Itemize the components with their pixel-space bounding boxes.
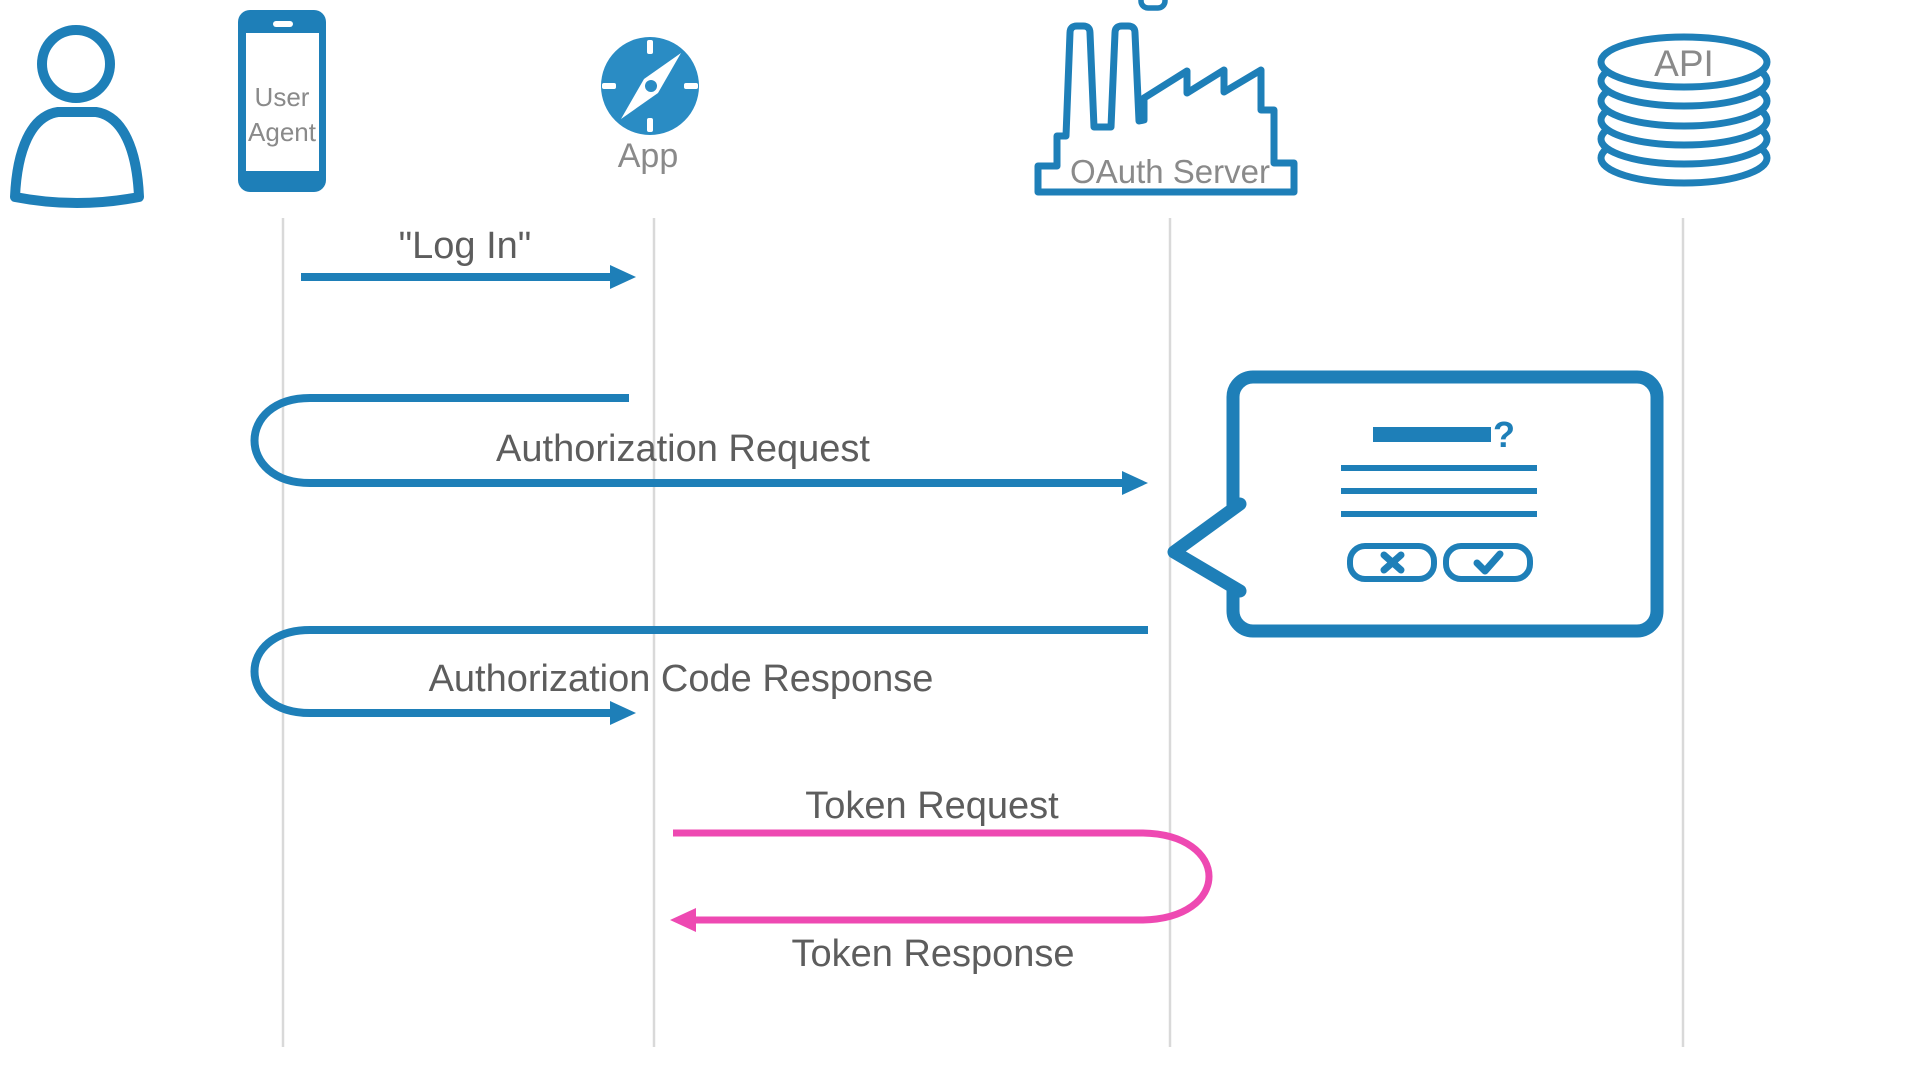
- message-token-response-label: Token Response: [791, 933, 1074, 975]
- phone-screen: [246, 33, 319, 171]
- message-authorization-request: Authorization Request: [250, 394, 1148, 495]
- database-stack-icon: API: [1597, 33, 1771, 187]
- message-authorization-code-response-label: Authorization Code Response: [429, 658, 934, 700]
- dialog-tail: [1167, 497, 1247, 598]
- actor-label-user-agent-line2: Agent: [248, 117, 317, 147]
- check-icon: [1473, 550, 1504, 575]
- dialog-question-mark: ?: [1493, 414, 1515, 455]
- actor-label-oauth-server: OAuth Server: [1070, 153, 1270, 190]
- person-head: [37, 25, 115, 103]
- x-icon: [1380, 551, 1405, 574]
- dialog-text-line: [1341, 511, 1537, 517]
- compass-tick-south: [647, 118, 653, 132]
- message-log-in: "Log In": [301, 225, 636, 289]
- authorization-code-response-arrowhead: [610, 701, 636, 725]
- deny-button[interactable]: [1347, 543, 1437, 582]
- actor-label-api: API: [1654, 43, 1714, 84]
- message-token-loop: Token Request Token Response: [670, 785, 1213, 975]
- compass-tick-east: [684, 83, 698, 89]
- authorization-request-arrowhead: [1122, 471, 1148, 495]
- dialog-text-line: [1341, 465, 1537, 471]
- message-authorization-code-response: Authorization Code Response: [250, 626, 1148, 725]
- phone-speaker: [273, 21, 293, 27]
- authorization-code-response-arrow-line: [250, 626, 1148, 717]
- authorization-request-arrow-line: [250, 394, 1122, 487]
- message-token-request-label: Token Request: [805, 785, 1059, 827]
- smoke-puff: [1138, 0, 1168, 11]
- compass-tick-west: [602, 83, 616, 89]
- compass-center-dot: [645, 80, 657, 92]
- token-response-arrowhead: [670, 908, 696, 932]
- dialog-text-line: [1341, 488, 1537, 494]
- person-icon: [10, 25, 144, 208]
- dialog-title-bar: [1373, 427, 1491, 442]
- actor-label-user-agent-line1: User: [255, 82, 310, 112]
- factory-icon: OAuth Server: [1034, 0, 1298, 196]
- approve-button[interactable]: [1443, 543, 1533, 582]
- dialog-bubble: [1226, 370, 1664, 638]
- message-authorization-request-label: Authorization Request: [496, 428, 870, 470]
- person-body: [10, 107, 144, 208]
- compass-tick-north: [647, 40, 653, 54]
- message-log-in-label: "Log In": [399, 225, 532, 267]
- api-disc-top: [1597, 33, 1771, 91]
- factory-outline: [1034, 22, 1298, 196]
- compass-icon: App: [601, 37, 699, 175]
- log-in-arrowhead: [610, 265, 636, 289]
- smartphone-icon: User Agent: [238, 10, 326, 192]
- consent-dialog: ?: [1167, 370, 1664, 638]
- actor-label-app: App: [618, 137, 679, 175]
- token-loop-arrow-line: [673, 829, 1213, 924]
